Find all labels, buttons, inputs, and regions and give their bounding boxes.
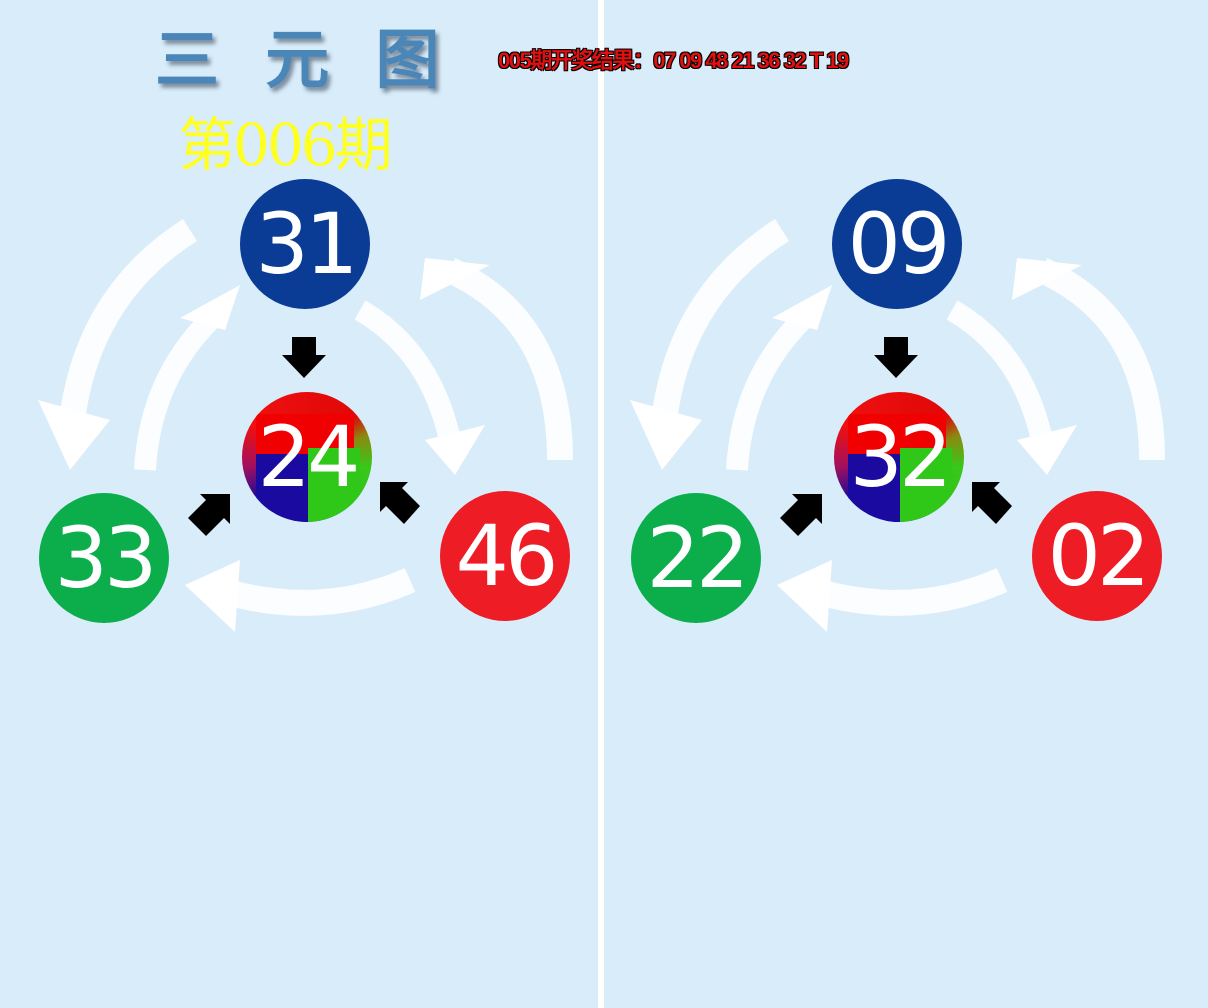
quadrant-blue — [848, 454, 900, 522]
ball-number: 31 — [255, 195, 359, 293]
outer-arrowhead-left — [630, 400, 702, 470]
inner-arrowhead-right — [425, 425, 485, 475]
outer-arrow-left — [649, 219, 790, 441]
arrow-down-icon — [282, 337, 326, 378]
inner-arrow-left — [726, 312, 810, 471]
arrow-up-left-icon — [380, 482, 420, 524]
arrow-down-icon — [874, 337, 918, 378]
ball-number: 32 — [849, 408, 953, 506]
page-title: 三 元 图 — [155, 23, 440, 98]
ball-number: 46 — [455, 507, 559, 605]
outer-arrowhead-right — [420, 258, 490, 300]
left-ball: 22 — [631, 493, 761, 623]
outer-arrow-bottom — [216, 568, 416, 616]
outer-arrowhead-left — [38, 400, 110, 470]
quadrant-green — [900, 448, 952, 522]
outer-arrow-right — [1036, 258, 1165, 461]
ball-number: 33 — [54, 509, 158, 607]
inner-arrow-right — [946, 300, 1053, 443]
outer-arrow-bottom — [808, 568, 1008, 616]
top-ball: 31 — [240, 179, 370, 309]
outer-arrowhead-right — [1012, 258, 1082, 300]
ball-number: 09 — [847, 195, 951, 293]
last-draw-result: 005期开奖结果：07 09 48 21 36 32 T 19 — [498, 48, 849, 73]
panel-divider — [598, 0, 604, 1008]
ball-number: 02 — [1047, 507, 1151, 605]
top-ball: 09 — [832, 179, 962, 309]
outer-arrowhead-bottom — [185, 560, 240, 632]
ball-number: 24 — [257, 408, 361, 506]
inner-arrowhead-right — [1017, 425, 1077, 475]
inner-arrow-right — [354, 300, 461, 443]
outer-arrow-right — [444, 258, 573, 461]
arrow-up-left-icon — [972, 482, 1012, 524]
right-ball: 02 — [1032, 491, 1162, 621]
inner-arrow-left — [134, 312, 218, 471]
issue-number: 第006期 — [178, 111, 393, 179]
inner-arrowhead-left — [772, 285, 832, 330]
arrow-up-right-icon — [780, 494, 822, 536]
quadrant-blue — [256, 454, 308, 522]
outer-arrowhead-bottom — [777, 560, 832, 632]
ball-number: 22 — [646, 509, 750, 607]
right-ball: 46 — [440, 491, 570, 621]
quadrant-green — [308, 448, 360, 522]
left-ball: 33 — [39, 493, 169, 623]
outer-arrow-left — [57, 219, 198, 441]
center-ball: 32 — [834, 392, 964, 522]
arrow-up-right-icon — [188, 494, 230, 536]
center-ball: 24 — [242, 392, 372, 522]
inner-arrowhead-left — [180, 285, 240, 330]
